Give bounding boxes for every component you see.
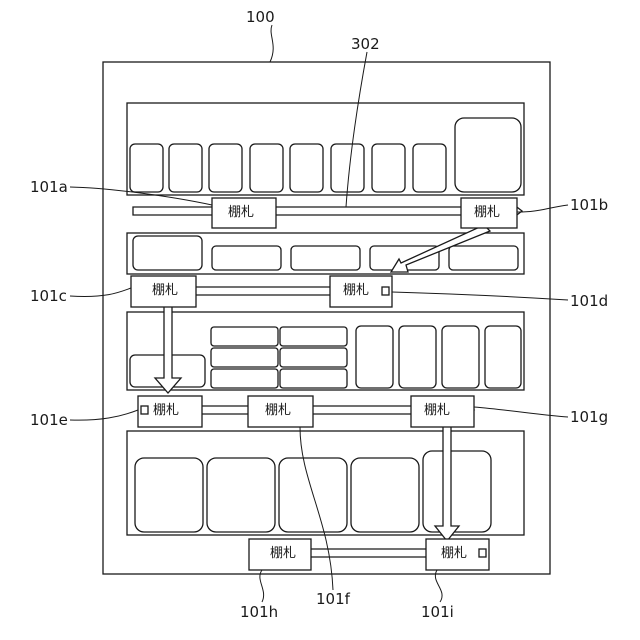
route-arrow-2 bbox=[391, 225, 490, 272]
shelf-tag-101i-text: 棚札 bbox=[441, 546, 467, 562]
shelf-tag-101e-text: 棚札 bbox=[153, 403, 179, 419]
leader-101a bbox=[70, 187, 212, 205]
tag-marker-101e bbox=[141, 406, 148, 414]
route-arrows bbox=[133, 201, 522, 563]
shelf-tag-101b-text: 棚札 bbox=[474, 205, 500, 221]
tag-marker-101d bbox=[382, 287, 389, 295]
label-101h: 101h bbox=[240, 603, 278, 621]
leader-101e bbox=[70, 410, 138, 420]
shelf-tag-101h-text: 棚札 bbox=[270, 546, 296, 562]
label-101g: 101g bbox=[570, 408, 608, 426]
route-arrow-6 bbox=[435, 420, 459, 541]
label-101f: 101f bbox=[316, 590, 350, 608]
label-101i: 101i bbox=[421, 603, 454, 621]
leader-101b bbox=[517, 205, 568, 212]
label-302: 302 bbox=[351, 35, 380, 53]
shelf-tag-101g-text: 棚札 bbox=[424, 403, 450, 419]
shelf-tags bbox=[131, 198, 517, 570]
label-101c: 101c bbox=[30, 287, 67, 305]
shelf-tag-101f-text: 棚札 bbox=[265, 403, 291, 419]
tier-3-products bbox=[130, 326, 521, 388]
route-arrow-4 bbox=[155, 305, 181, 393]
leader-101c bbox=[70, 288, 131, 296]
label-101b: 101b bbox=[570, 196, 608, 214]
label-100: 100 bbox=[246, 8, 275, 26]
shelf-tier-3 bbox=[127, 312, 524, 390]
shelf-tier-4 bbox=[127, 431, 524, 535]
leader-100 bbox=[270, 25, 273, 62]
shelf-tag-101a-text: 棚札 bbox=[228, 205, 254, 221]
label-101a: 101a bbox=[30, 178, 68, 196]
leader-lines bbox=[70, 25, 568, 602]
tier-4-products bbox=[135, 451, 491, 532]
shelf-tag-101d-text: 棚札 bbox=[343, 283, 369, 299]
tier-1-products bbox=[130, 118, 521, 192]
shelf-tag-101c-text: 棚札 bbox=[152, 283, 178, 299]
shelf-tier-1 bbox=[127, 103, 524, 195]
leader-101i bbox=[435, 570, 442, 602]
leader-101h bbox=[260, 570, 264, 602]
label-101d: 101d bbox=[570, 292, 608, 310]
tag-marker-101i bbox=[479, 549, 486, 557]
leader-101d bbox=[392, 292, 568, 300]
leader-101g bbox=[474, 407, 568, 417]
label-101e: 101e bbox=[30, 411, 68, 429]
